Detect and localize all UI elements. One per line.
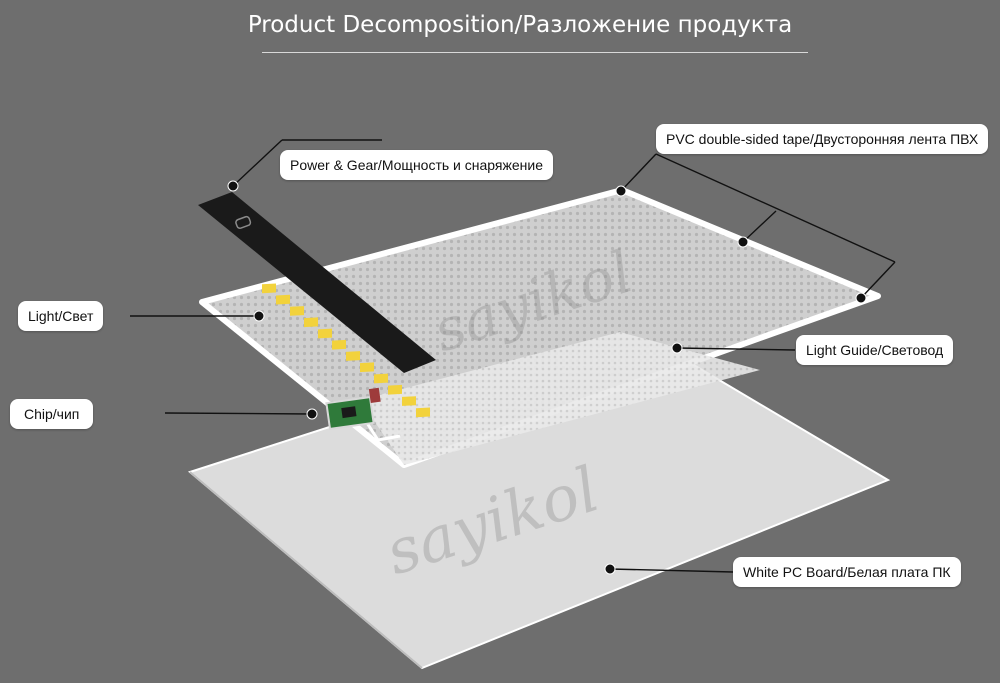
callout-lines — [130, 139, 896, 573]
callout-dot — [671, 342, 683, 354]
callout-dot — [253, 310, 265, 322]
led — [290, 306, 304, 316]
label-light: Light/Свет — [18, 301, 104, 331]
callout-dot — [227, 180, 239, 192]
led — [416, 407, 430, 418]
title-divider — [262, 52, 808, 53]
power-strip-body — [198, 192, 436, 373]
led — [346, 351, 360, 361]
label-pc-board: White PC Board/Белая плата ПК — [733, 557, 961, 587]
label-power-gear: Power & Gear/Мощность и снаряжение — [280, 150, 553, 180]
chip-connector — [368, 387, 381, 404]
led — [276, 294, 290, 305]
pc-board-edge — [189, 471, 423, 669]
led — [402, 396, 416, 406]
callout-dot — [615, 185, 627, 197]
led — [374, 373, 388, 384]
led — [388, 384, 402, 395]
led — [262, 283, 276, 294]
callout-dot — [604, 563, 616, 575]
callout-dot — [737, 236, 749, 248]
light-guide-front — [360, 332, 760, 465]
chip-module — [325, 387, 401, 442]
callout-dots — [227, 180, 867, 575]
callout-dot — [306, 408, 318, 420]
page-title: Product Decomposition/Разложение продукт… — [247, 12, 793, 38]
led — [318, 328, 332, 339]
led — [332, 339, 346, 350]
chip-ic — [341, 406, 357, 419]
led-strip — [262, 283, 430, 418]
led — [304, 317, 318, 328]
label-chip: Chip/чип — [10, 399, 94, 429]
callout-dot — [855, 292, 867, 304]
power-button — [235, 215, 252, 229]
label-pvc-tape: PVC double-sided tape/Двусторонняя лента… — [656, 124, 989, 154]
label-light-guide: Light Guide/Световод — [796, 335, 954, 365]
power-strip — [198, 192, 436, 373]
led — [360, 362, 374, 373]
